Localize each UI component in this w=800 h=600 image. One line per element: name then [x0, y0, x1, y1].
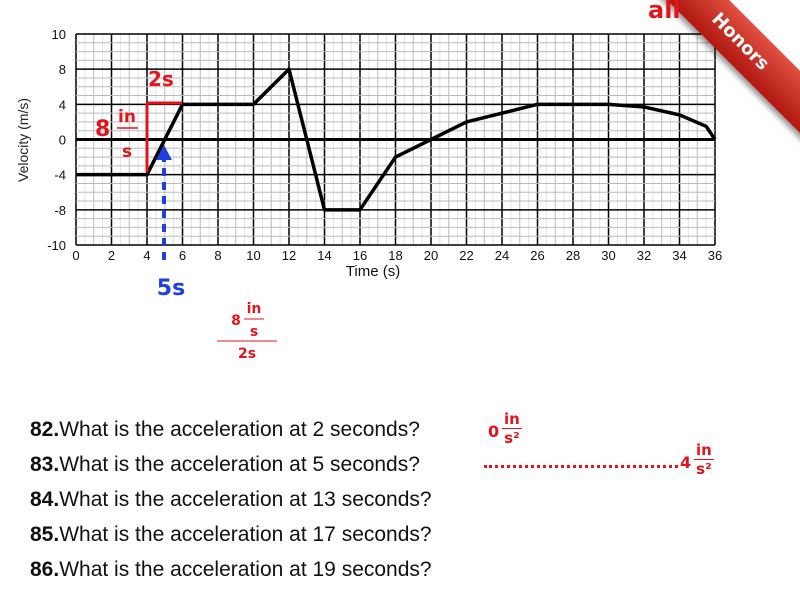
- y-axis-label: Velocity (m/s): [15, 98, 31, 182]
- run-label: 2s: [148, 67, 174, 91]
- answer-83-value: 4: [680, 453, 692, 472]
- velocity-line: [76, 67, 717, 212]
- x-tick-label: 28: [566, 248, 580, 263]
- rise-value: 8: [95, 117, 110, 142]
- y-tick-label: -4: [54, 168, 66, 183]
- answer-83-leader: [484, 465, 678, 468]
- rise-unit-num: in: [118, 107, 136, 127]
- slope-den: 2s: [238, 346, 256, 362]
- x-tick-label: 20: [424, 248, 438, 263]
- x-tick-label: 16: [353, 248, 367, 263]
- y-tick-label: -8: [54, 203, 66, 218]
- rise-unit-den: s: [122, 142, 132, 162]
- x-tick-label: 2: [108, 248, 115, 263]
- x-tick-label: 10: [246, 248, 260, 263]
- y-tick-label: 0: [59, 133, 66, 148]
- x-tick-label: 30: [601, 248, 615, 263]
- x-tick-label: 24: [495, 248, 509, 263]
- rise-run-annotation: [145, 101, 182, 172]
- y-tick-label: -10: [47, 238, 66, 253]
- x-axis-label: Time (s): [346, 263, 400, 280]
- slope-num-unit: in: [247, 301, 262, 317]
- question-85: 85.What is the acceleration at 17 second…: [30, 523, 432, 546]
- all-label: all: [648, 0, 681, 24]
- question-83: 83.What is the acceleration at 5 seconds…: [30, 453, 420, 476]
- x-tick-label: 0: [72, 248, 79, 263]
- slope-num-den: s: [250, 324, 258, 340]
- x-tick-label: 26: [530, 248, 544, 263]
- arrow-up-icon: [156, 145, 172, 160]
- x-tick-label: 4: [143, 248, 150, 263]
- marker-label: 5s: [157, 276, 185, 301]
- x-tick-label: 6: [179, 248, 186, 263]
- chart-grid: [75, 33, 716, 246]
- x-tick-label: 32: [637, 248, 651, 263]
- x-tick-label: 12: [282, 248, 296, 263]
- y-tick-label: 4: [59, 97, 66, 112]
- marker-arrow: [156, 145, 172, 260]
- question-82: 82.What is the acceleration at 2 seconds…: [30, 418, 420, 441]
- y-tick-label: 10: [52, 27, 66, 42]
- x-tick-label: 22: [459, 248, 473, 263]
- question-84: 84.What is the acceleration at 13 second…: [30, 488, 432, 511]
- question-86: 86.What is the acceleration at 19 second…: [30, 558, 432, 581]
- x-tick-label: 14: [317, 248, 331, 263]
- slope-num-value: 8: [231, 313, 241, 329]
- y-tick-label: 8: [59, 62, 66, 77]
- x-tick-label: 8: [214, 248, 221, 263]
- x-tick-label: 34: [672, 248, 686, 263]
- x-tick-label: 18: [388, 248, 402, 263]
- answer-82-value: 0: [488, 422, 500, 441]
- x-tick-label: 36: [708, 248, 722, 263]
